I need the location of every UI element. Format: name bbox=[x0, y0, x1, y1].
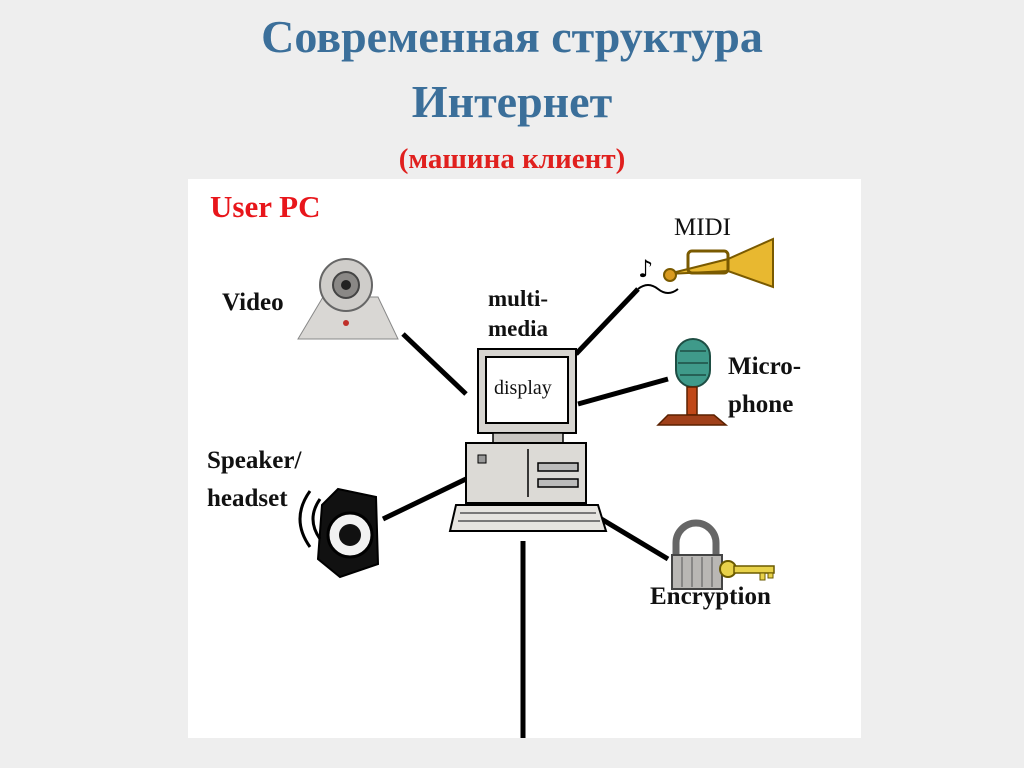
client-machine-diagram: ♪ bbox=[297, 237, 775, 738]
label-midi: MIDI bbox=[674, 214, 731, 241]
webcam-icon bbox=[297, 258, 399, 340]
label-speaker: Speaker/ headset bbox=[207, 442, 301, 518]
diagram-panel: ♪ bbox=[188, 179, 861, 738]
label-video: Video bbox=[222, 289, 284, 316]
padlock-icon bbox=[671, 519, 775, 590]
label-display: display bbox=[494, 377, 552, 399]
label-speaker-line-1: Speaker/ bbox=[207, 447, 302, 474]
label-multimedia-line-2: media bbox=[488, 316, 549, 341]
label-speaker-line-2: headset bbox=[207, 485, 288, 512]
microphone-icon bbox=[656, 338, 729, 426]
connector-microphone bbox=[577, 376, 669, 407]
connector-speaker bbox=[381, 476, 468, 522]
label-microphone-line-2: phone bbox=[728, 391, 794, 418]
slide-title-line-1: Современная структура bbox=[261, 11, 763, 62]
svg-text:♪: ♪ bbox=[638, 255, 653, 283]
slide-title-line-2: Интернет bbox=[411, 76, 613, 127]
label-encryption: Encryption bbox=[650, 583, 771, 610]
slide-subtitle: (машина клиент) bbox=[398, 143, 626, 175]
trumpet-icon: ♪ bbox=[637, 237, 774, 294]
connector-midi bbox=[574, 287, 640, 356]
speaker-icon bbox=[298, 487, 380, 579]
computer-icon bbox=[448, 348, 608, 532]
label-microphone: Micro- phone bbox=[728, 348, 801, 424]
label-multimedia: multi- media bbox=[488, 284, 548, 344]
label-multimedia-line-1: multi- bbox=[488, 286, 549, 311]
connector-video bbox=[401, 332, 468, 396]
label-microphone-line-1: Micro- bbox=[728, 353, 802, 380]
diagram-heading: User PC bbox=[210, 189, 321, 224]
